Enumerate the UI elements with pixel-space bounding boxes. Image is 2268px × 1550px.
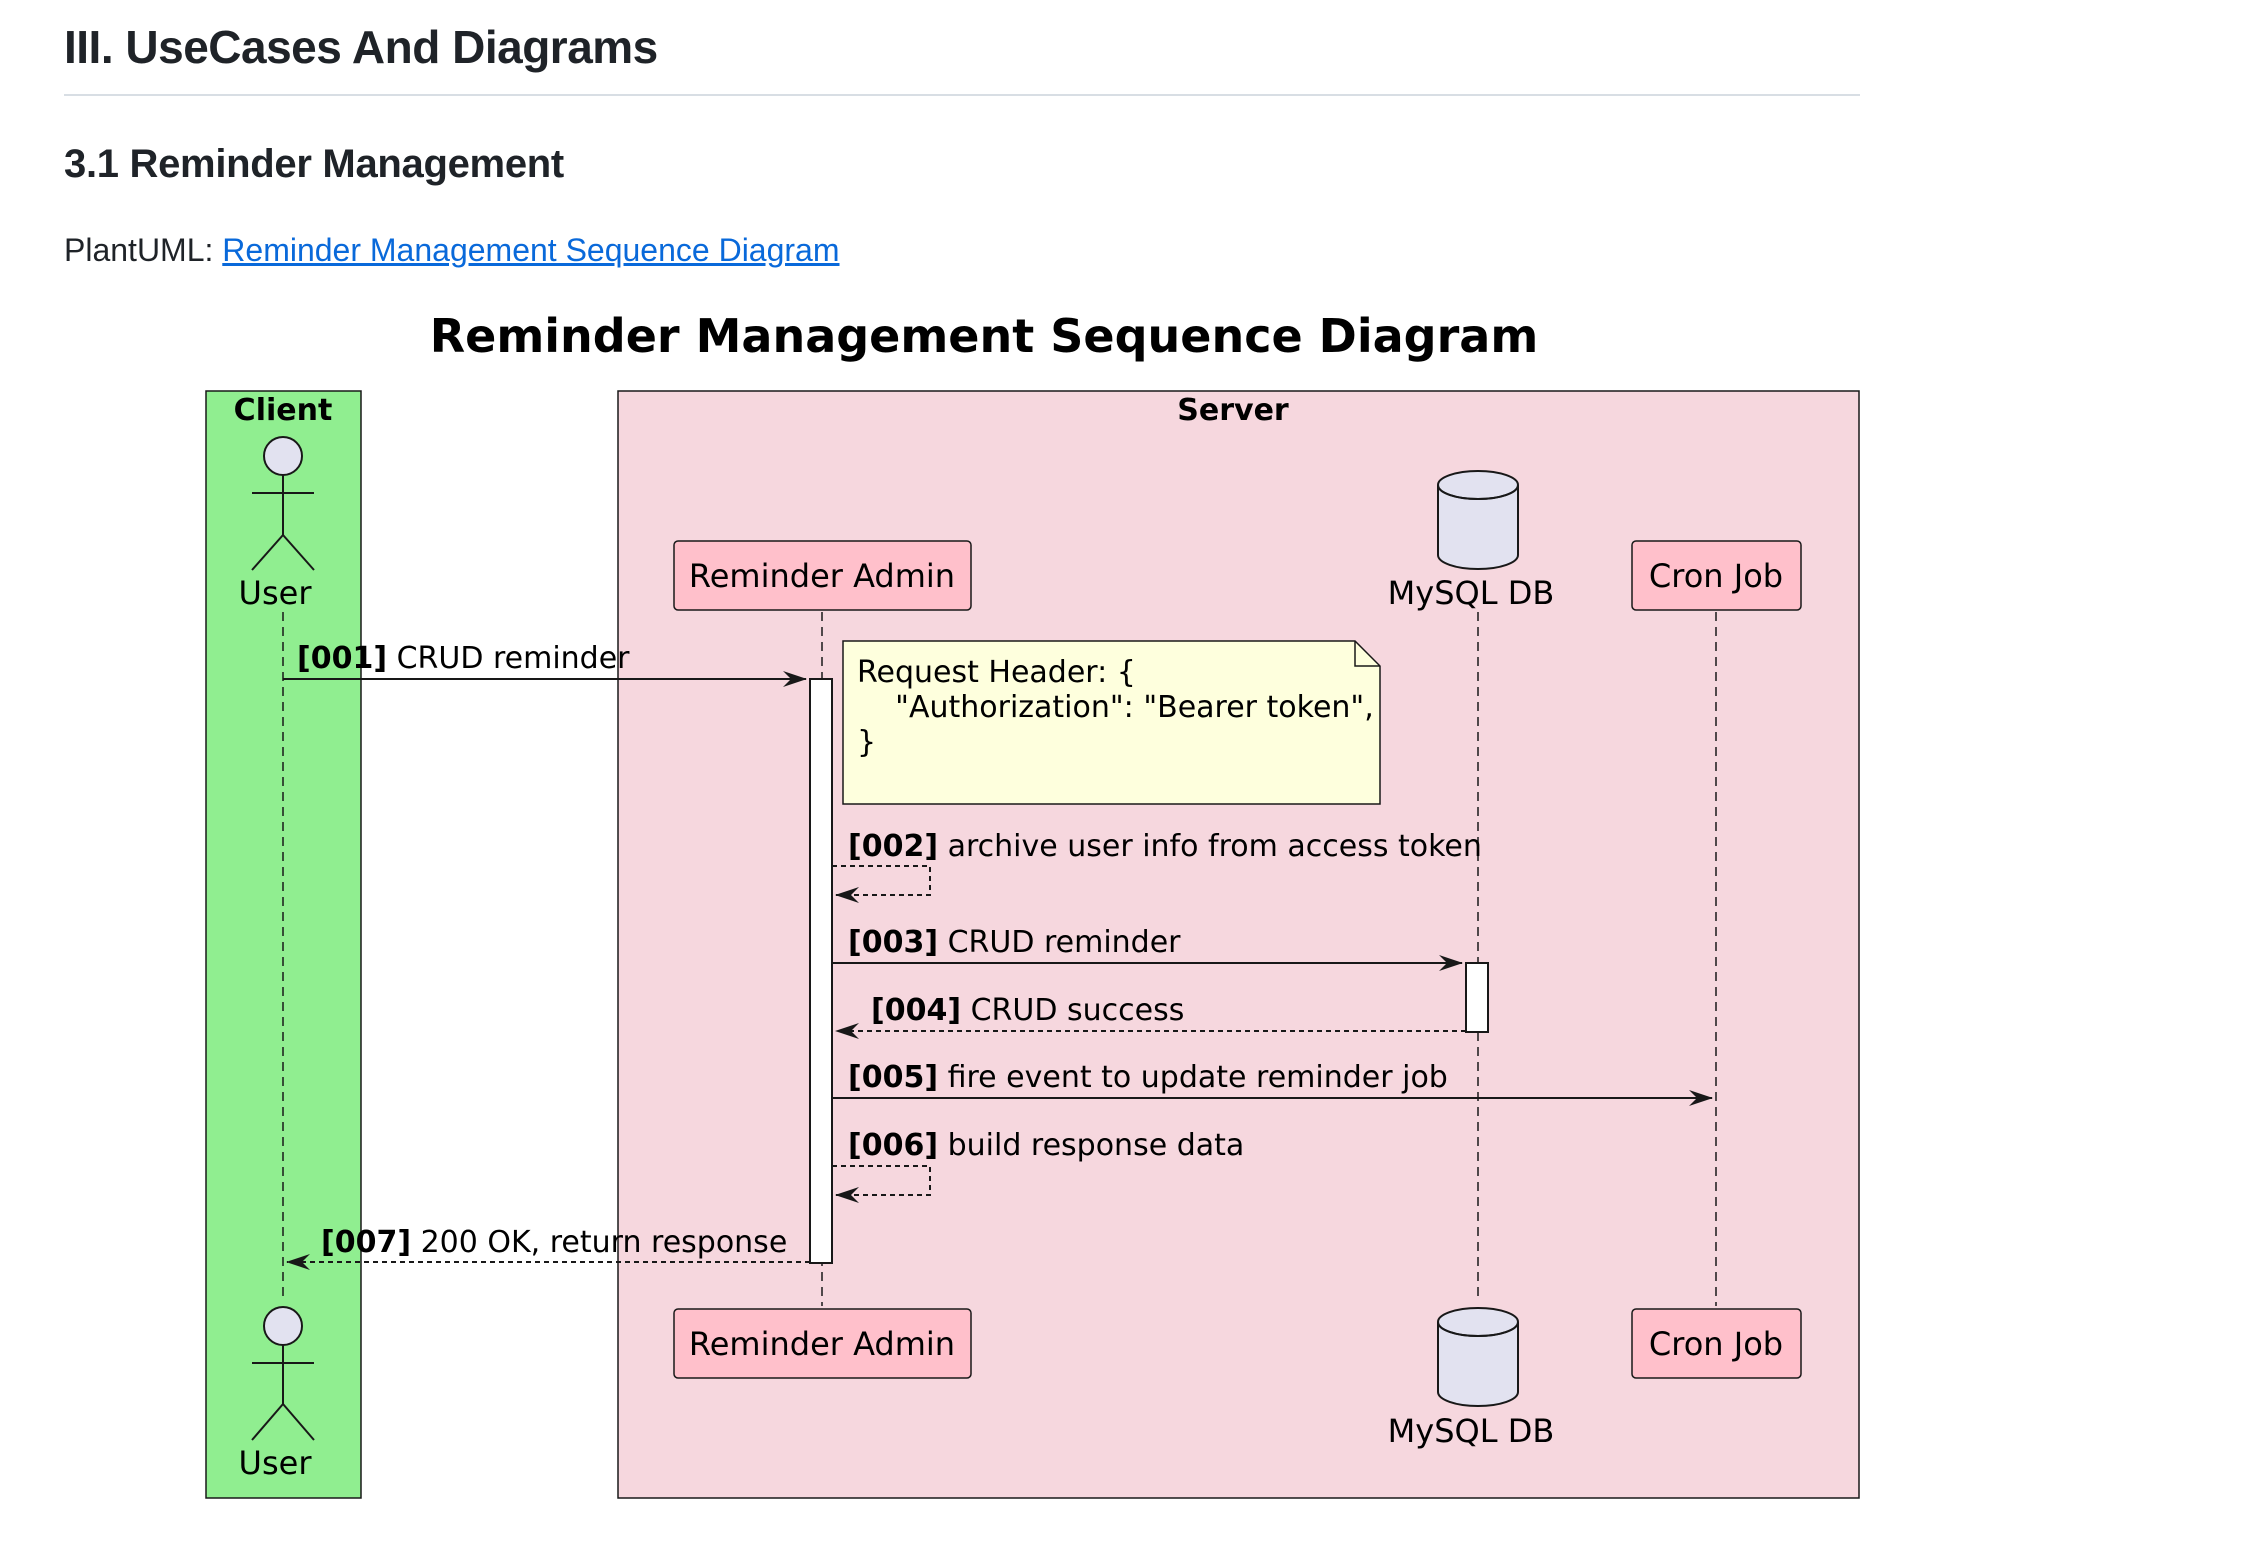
message-005-label: [005] fire event to update reminder job	[848, 1060, 1448, 1095]
note-line-2: "Authorization": "Bearer token",	[857, 690, 1374, 725]
request-header-note	[842, 640, 1381, 805]
db-label-bottom: MySQL DB	[1388, 1412, 1555, 1450]
cron-participant-top	[1631, 540, 1802, 611]
message-003-label: [003] CRUD reminder	[848, 925, 1181, 960]
message-002-label: [002] archive user info from access toke…	[848, 829, 1482, 864]
section-heading: 3.1 Reminder Management	[64, 142, 564, 186]
admin-label-bottom: Reminder Admin	[689, 1325, 955, 1363]
cron-label-top: Cron Job	[1649, 557, 1783, 595]
note-line-3: }	[857, 725, 876, 760]
db-label-top: MySQL DB	[1388, 574, 1555, 612]
diagram-link[interactable]: Reminder Management Sequence Diagram	[222, 232, 840, 268]
message-001-label: [001] CRUD reminder	[297, 641, 630, 676]
server-box-label: Server	[1177, 393, 1289, 428]
message-002-arrow	[832, 865, 931, 903]
diagram-title: Reminder Management Sequence Diagram	[430, 309, 1539, 363]
client-box-label: Client	[234, 393, 333, 428]
admin-participant-top	[673, 540, 972, 611]
admin-activation-bar	[809, 678, 833, 1264]
plantuml-label: PlantUML:	[64, 232, 214, 268]
page-heading: III. UseCases And Diagrams	[64, 21, 658, 73]
admin-label-top: Reminder Admin	[689, 557, 955, 595]
heading-divider	[64, 94, 1860, 96]
user-actor-icon-bottom	[251, 1306, 315, 1441]
plantuml-paragraph: PlantUML: Reminder Management Sequence D…	[64, 228, 840, 272]
message-007-label: [007] 200 OK, return response	[321, 1225, 787, 1260]
message-006-label: [006] build response data	[848, 1128, 1244, 1163]
db-activation-bar	[1465, 962, 1489, 1033]
admin-participant-bottom	[673, 1308, 972, 1379]
user-actor-icon	[251, 436, 315, 571]
user-label-bottom: User	[239, 1444, 313, 1482]
user-label-top: User	[239, 574, 313, 612]
cron-label-bottom: Cron Job	[1649, 1325, 1783, 1363]
message-006-arrow	[832, 1165, 931, 1203]
database-icon-top	[1437, 470, 1519, 570]
note-line-1: Request Header: {	[857, 655, 1136, 690]
message-004-label: [004] CRUD success	[871, 993, 1184, 1028]
database-icon-bottom	[1437, 1307, 1519, 1407]
cron-participant-bottom	[1631, 1308, 1802, 1379]
